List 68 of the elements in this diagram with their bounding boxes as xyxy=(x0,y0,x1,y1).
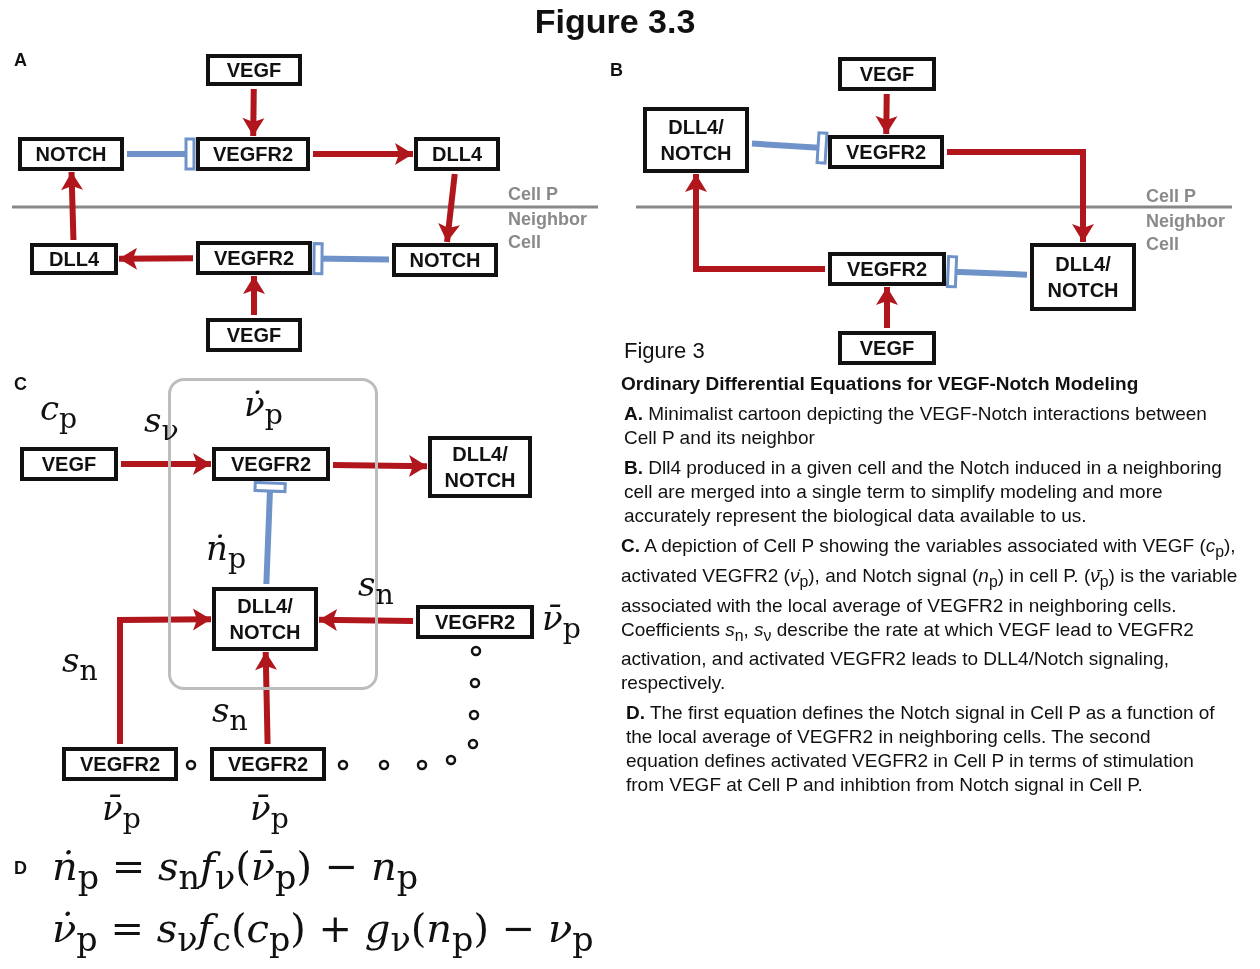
arrow xyxy=(61,171,83,241)
process-box: VEGFR2 xyxy=(828,135,944,169)
arrow xyxy=(117,608,212,744)
variable-label: ν̇$_{p}$ xyxy=(244,384,283,433)
arrow xyxy=(876,287,898,328)
edge-label: s$_{n}$ xyxy=(212,690,248,739)
arrow xyxy=(438,173,460,243)
process-box: VEGF xyxy=(206,54,302,86)
process-box: VEGF xyxy=(20,447,118,481)
process-box: VEGF xyxy=(838,331,936,365)
equation: ṅ$_{p}$ = s$_{n}$f$_{ν}$(ν̄$_{p}$) − n$_{p}$ xyxy=(52,846,419,898)
panel-letter: C xyxy=(14,374,27,395)
process-box: DLL4/ NOTCH xyxy=(212,587,318,651)
inhibition-connector xyxy=(945,255,1028,289)
arrow xyxy=(121,453,211,475)
arrow xyxy=(685,174,825,272)
variable-label: c$_{p}$ xyxy=(40,388,78,437)
variable-label: ν̄$_{p}$ xyxy=(250,788,289,837)
process-box: DLL4 xyxy=(30,243,118,275)
figure-title: Figure 3.3 xyxy=(533,2,697,41)
panel-letter: D xyxy=(14,858,27,879)
caption-paragraph: C. A depiction of Cell P showing the variables associated with VEGF (c$_{p}$), activated VEGFR2 (ν̇$_{p}$), and Notch signal (n$_{p}$) in cell P. (ν̄$_{p}$) is the variable associated with the local average of VEGFR2 in neighboring cells. Coefficients s$_{n}$, s$_{ν}$ describe the rate at which VEGF lead to VEGFR2 activation, and activated VEGFR2 leads to DLL4/Notch signaling, respectively. xyxy=(621,534,1239,696)
process-box: VEGF xyxy=(838,57,936,91)
edge-label: s$_{n}$ xyxy=(358,564,394,613)
arrow xyxy=(313,143,413,165)
caption-paragraph: D. The first equation defines the Notch signal in Cell P as a function of the local average of VEGFR2 in neighboring cells. The second equation defines activated VEGFR2 in Cell P in terms of stimulation from VEGF at Cell P and inhibtion from Notch signal in Cell P. xyxy=(626,701,1216,798)
cell-label: Cell P xyxy=(1146,185,1197,208)
process-box: VEGFR2 xyxy=(416,605,534,639)
process-box: VEGFR2 xyxy=(210,747,326,781)
process-box: VEGFR2 xyxy=(62,747,178,781)
process-box: VEGFR2 xyxy=(212,447,330,481)
process-box: DLL4/ NOTCH xyxy=(428,436,532,498)
process-box: VEGF xyxy=(206,318,302,352)
caption-heading: Figure 3 xyxy=(624,338,705,364)
caption-paragraph: A. Minimalist cartoon depicting the VEGF-Notch interactions between Cell P and its neighbor xyxy=(624,402,1208,450)
caption-paragraph: B. Dll4 produced in a given cell and the Notch induced in a neighboring cell are merged into a single term to simplify modeling and more accurately represent the biological data available to us. xyxy=(624,456,1223,528)
arrow xyxy=(118,247,194,270)
cell-label: Neighbor Cell xyxy=(1146,210,1226,256)
process-box: NOTCH xyxy=(392,243,498,277)
edge-label: s$_{n}$ xyxy=(62,640,98,689)
process-box: NOTCH xyxy=(18,137,124,171)
arrow xyxy=(947,149,1094,242)
inhibition-connector xyxy=(751,131,829,165)
variable-label: ν̄$_{p}$ xyxy=(102,788,141,837)
panel-letter: B xyxy=(610,60,623,81)
caption-heading: Ordinary Differential Equations for VEGF-Notch Modeling xyxy=(621,372,1140,396)
cell-label: Neighbor Cell xyxy=(508,208,588,254)
cell-label: Cell P xyxy=(508,183,559,206)
inhibition-connector xyxy=(127,137,196,171)
process-box: VEGFR2 xyxy=(196,137,310,171)
panel-letter: A xyxy=(14,50,27,71)
arrow xyxy=(875,93,898,135)
process-box: DLL4 xyxy=(414,137,500,171)
arrow xyxy=(243,276,265,315)
variable-label: ṅ$_{p}$ xyxy=(206,528,247,577)
arrow xyxy=(318,609,414,632)
process-box: VEGFR2 xyxy=(828,252,946,286)
arrow xyxy=(255,651,278,745)
process-box: DLL4/ NOTCH xyxy=(1030,243,1136,311)
variable-label: ν̄$_{p}$ xyxy=(542,598,581,647)
arrow xyxy=(332,455,428,477)
inhibition-connector xyxy=(253,480,287,585)
edge-label: s$_{ν}$ xyxy=(144,400,179,449)
process-box: DLL4/ NOTCH xyxy=(643,107,749,173)
equation: ν̇$_{p}$ = s$_{ν}$f$_{c}$(c$_{p}$) + g$_{ν}$(n$_{p}$) − ν$_{p}$ xyxy=(52,908,594,960)
process-box: VEGFR2 xyxy=(196,241,312,275)
arrow xyxy=(242,88,265,137)
inhibition-connector xyxy=(312,242,390,276)
